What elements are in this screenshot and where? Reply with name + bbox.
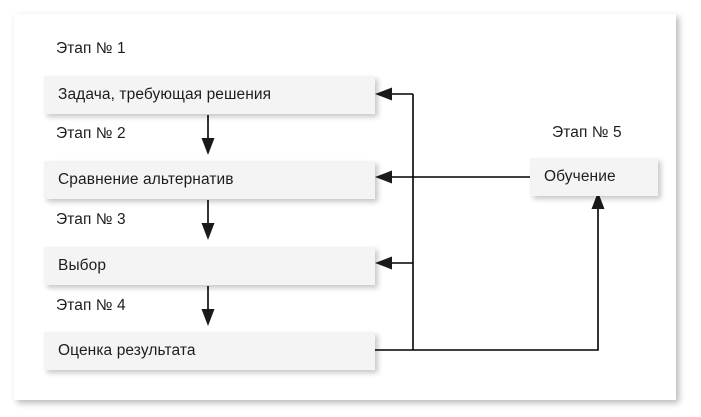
stage-4-label: Этап № 4	[56, 297, 126, 314]
stage-5-box-text: Обучение	[544, 168, 616, 185]
stage-5-box[interactable]: Обучение	[530, 158, 658, 196]
stage-2-label: Этап № 2	[56, 125, 126, 142]
stage-5-label: Этап № 5	[552, 124, 622, 141]
stage-1-box-text: Задача, требующая решения	[58, 86, 272, 103]
stage-3-box-text: Выбор	[58, 257, 107, 274]
stage-1-box[interactable]: Задача, требующая решения	[44, 76, 375, 114]
stage-1-label: Этап № 1	[56, 40, 126, 57]
stage-2-box[interactable]: Сравнение альтернатив	[44, 161, 375, 199]
stage-3-label: Этап № 3	[56, 211, 126, 228]
stage-4-box[interactable]: Оценка результата	[44, 332, 375, 370]
stage-2-box-text: Сравнение альтернатив	[58, 171, 234, 188]
stage-4-box-text: Оценка результата	[58, 342, 196, 359]
stage-3-box[interactable]: Выбор	[44, 247, 375, 285]
